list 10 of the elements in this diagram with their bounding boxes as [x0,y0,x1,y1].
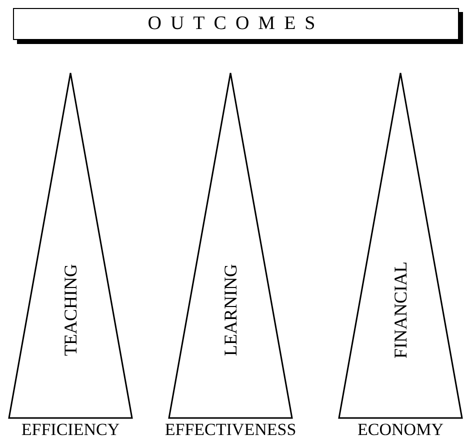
node-label: EFFECTIVENESS [164,420,296,439]
triangle-shape [168,72,293,419]
triangle-label: TEACHING [60,264,81,356]
header-label: OUTCOMES [148,13,324,35]
node-label: EFFICIENCY [21,420,120,439]
triangle-shape [338,72,463,419]
triangle-label: LEARNING [220,264,241,356]
triangle-shape [8,72,133,419]
node-label: ECONOMY [358,420,444,439]
triangle-label: FINANCIAL [390,262,411,358]
